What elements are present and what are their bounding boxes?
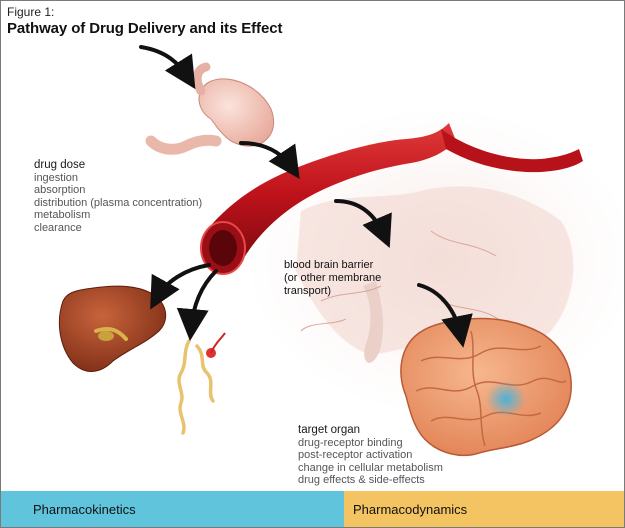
pharmacodynamics-bar: Pharmacodynamics [344,491,624,527]
drug-dose-block: drug dose ingestion absorption distribut… [34,159,202,235]
arrow-to-barrier [334,199,392,249]
drug-dose-item: distribution (plasma concentration) [34,196,203,209]
arrow-to-liver [150,263,211,310]
arrow-to-stomach [139,45,196,90]
arrow-to-brain [417,283,473,348]
pharmacokinetics-label: Pharmacokinetics [33,502,136,517]
target-organ-item: drug effects & side-effects [298,474,425,487]
arrow-to-vessel [239,141,300,179]
figure-title: Pathway of Drug Delivery and its Effect [7,20,283,37]
drug-dose-item: absorption [34,184,86,197]
blood-vessel-icon [200,123,583,275]
pharmacodynamics-label: Pharmacodynamics [353,502,468,517]
blood-brain-barrier-label: blood brain barrier (or other membrane t… [284,259,382,297]
arrow-to-kidney [176,269,218,341]
stomach-icon [145,62,275,155]
target-organ-heading: target organ [298,424,361,436]
kidney-icon [177,332,226,435]
drug-dose-item: metabolism [34,209,91,222]
target-organ-block: target organ drug-receptor binding post-… [298,424,443,487]
liver-icon [58,285,167,372]
drug-dose-heading: drug dose [34,159,86,171]
drug-dose-item: ingestion [34,171,79,184]
target-organ-item: post-receptor activation [298,449,413,462]
pharmacokinetics-bar: Pharmacokinetics [1,491,344,527]
drug-dose-item: clearance [34,221,82,234]
figure-label: Figure 1: [7,5,55,19]
target-organ-item: drug-receptor binding [298,436,403,449]
flow-arrows [139,45,473,348]
target-organ-item: change in cellular metabolism [298,461,443,474]
brain-icon [400,317,572,457]
